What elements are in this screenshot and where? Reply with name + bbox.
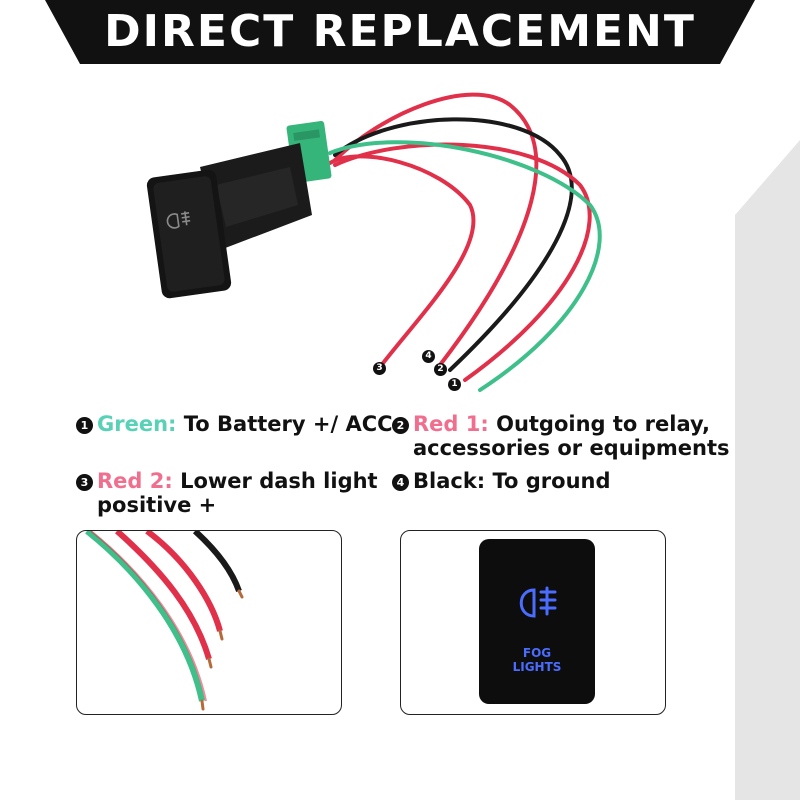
wire-number-4: 4 [422,350,435,363]
legend-text: Outgoing to relay, [496,412,711,436]
wire-ends-image [85,531,244,711]
legend-text: Lower dash light [180,469,378,493]
wire-number-2: 2 [434,363,447,376]
wire-number-1: 1 [448,378,461,391]
legend-number: 2 [392,417,409,434]
switch-face[interactable]: FOG LIGHTS [479,539,595,704]
legend-text: To ground [492,469,611,493]
fog-label-line2: LIGHTS [512,660,562,674]
legend-number: 4 [392,474,409,491]
legend-number: 3 [76,474,93,491]
legend-color-label: Red 1: [413,412,489,436]
legend-number: 1 [76,417,93,434]
fog-label-line1: FOG [522,646,552,660]
wire-number-3: 3 [373,362,386,375]
fog-light-icon [519,586,557,618]
legend-text-line2: positive + [97,493,217,517]
legend-color-label: Black: [413,469,486,493]
legend-text: To Battery +/ ACC [183,412,393,436]
illuminated-switch-panel: FOG LIGHTS [400,530,666,715]
banner-title: DIRECT REPLACEMENT [104,6,696,57]
legend-color-label: Green: [97,412,177,436]
title-banner [45,0,755,64]
legend-color-label: Red 2: [97,469,173,493]
legend-text-line2: accessories or equipments [413,436,730,460]
switch-with-wires-image [146,92,602,392]
wire-ends-panel [76,530,342,715]
